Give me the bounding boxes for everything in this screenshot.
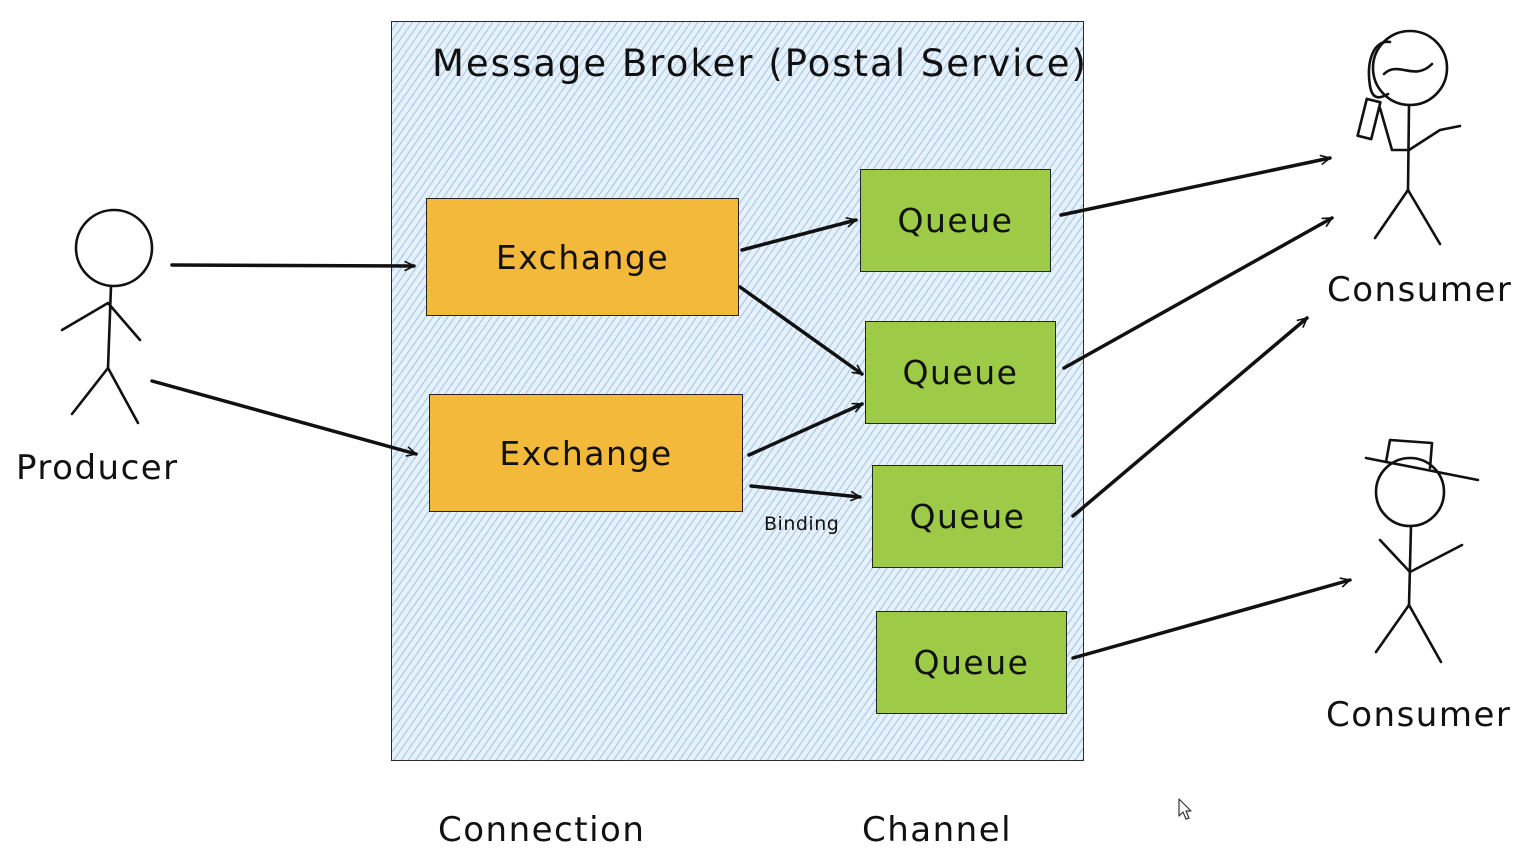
arrow-producer-exchange-1 <box>170 260 416 272</box>
consumer-bottom-figure <box>1364 438 1480 664</box>
consumer-top-label: Consumer <box>1327 270 1513 310</box>
queue-label: Queue <box>913 643 1030 682</box>
arrow-exchange1-queue2 <box>738 285 864 376</box>
arrow-exchange2-queue2 <box>747 402 864 457</box>
arrow-exchange1-queue1 <box>740 217 858 252</box>
arrow-queue1-consumer-top <box>1059 154 1332 217</box>
queue-label: Queue <box>902 353 1019 392</box>
arrow-producer-exchange-2 <box>150 379 418 457</box>
consumer-top-figure <box>1356 29 1462 246</box>
producer-label: Producer <box>16 448 179 488</box>
queue-box-3: Queue <box>872 465 1063 568</box>
queue-box-4: Queue <box>876 611 1067 714</box>
exchange-label: Exchange <box>499 433 673 473</box>
arrow-queue3-consumer-top <box>1071 316 1309 518</box>
exchange-box-2: Exchange <box>429 394 743 512</box>
consumer-bottom-label: Consumer <box>1326 695 1512 735</box>
queue-box-1: Queue <box>860 169 1051 272</box>
arrow-queue4-consumer-bottom <box>1071 577 1352 660</box>
broker-title: Message Broker (Postal Service) <box>432 42 1088 85</box>
binding-label: Binding <box>764 513 840 535</box>
arrow-queue2-consumer-top <box>1062 216 1334 370</box>
queue-label: Queue <box>897 201 1014 240</box>
producer-figure <box>60 208 154 425</box>
queue-label: Queue <box>909 497 1026 536</box>
exchange-box-1: Exchange <box>426 198 739 316</box>
arrow-exchange2-queue3-binding <box>749 484 862 502</box>
mouse-cursor-icon <box>1178 798 1192 820</box>
connection-label: Connection <box>438 810 646 850</box>
exchange-label: Exchange <box>495 237 670 277</box>
channel-label: Channel <box>862 810 1013 850</box>
queue-box-2: Queue <box>865 321 1056 424</box>
